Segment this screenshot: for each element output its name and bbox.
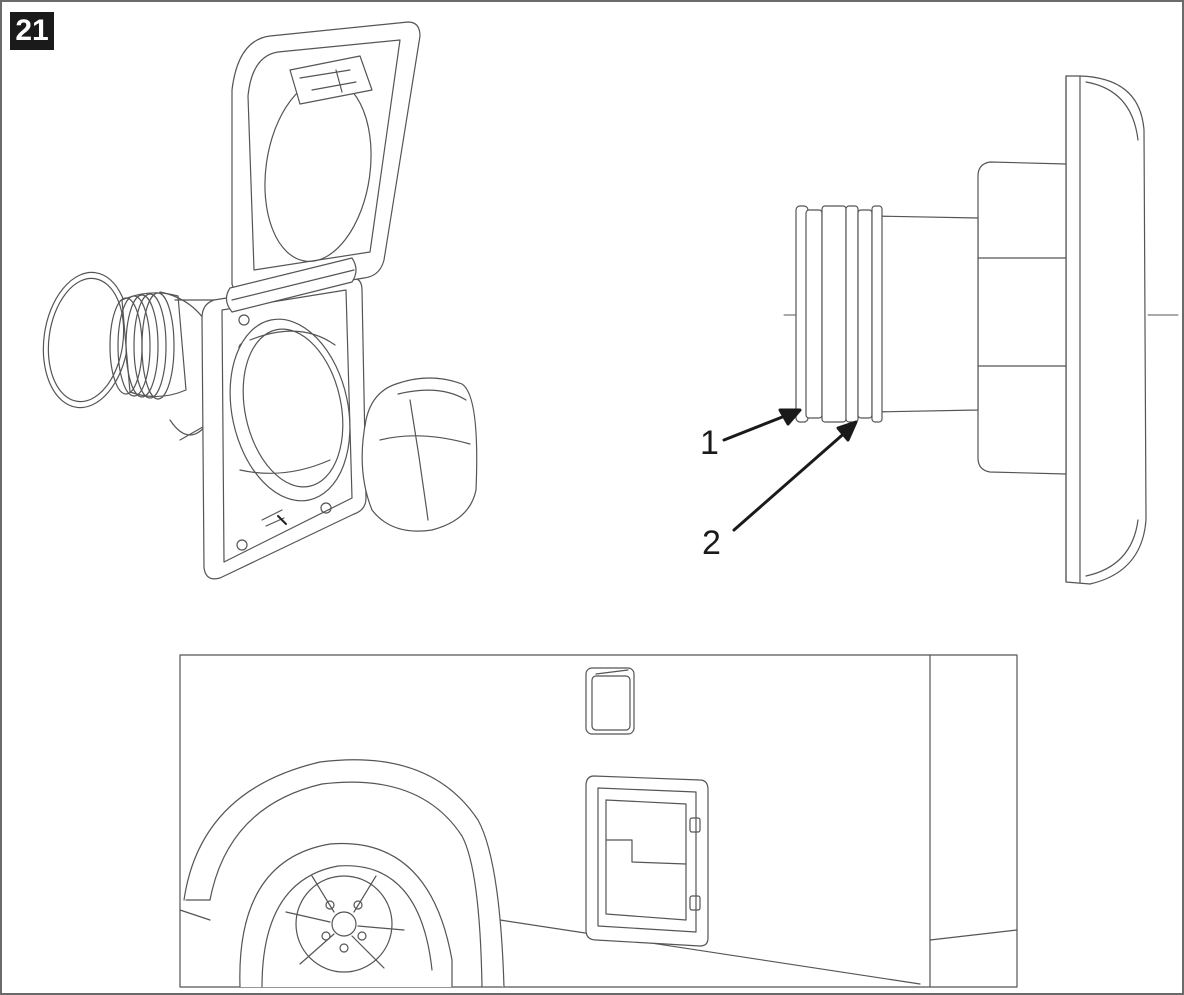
vehicle-inset [179,654,1018,988]
rubber-cap [361,377,478,532]
callout-arrows [722,408,858,532]
socket-side-view [722,75,1179,585]
housing [977,161,1067,475]
seal-ring-2 [845,205,859,423]
flange [1065,75,1147,585]
sealing-rings [795,205,883,423]
service-door [585,775,709,947]
figure-number-badge: 21 [10,12,54,50]
threaded-body [109,291,216,441]
callout-label-1: 1 [700,424,719,462]
callout-label-2: 2 [702,524,721,562]
socket-isometric-view [42,21,478,580]
wheel [239,842,453,988]
hinged-lid [225,21,421,313]
small-flap [585,667,635,735]
mounting-plate [201,277,367,580]
o-ring [42,271,130,409]
